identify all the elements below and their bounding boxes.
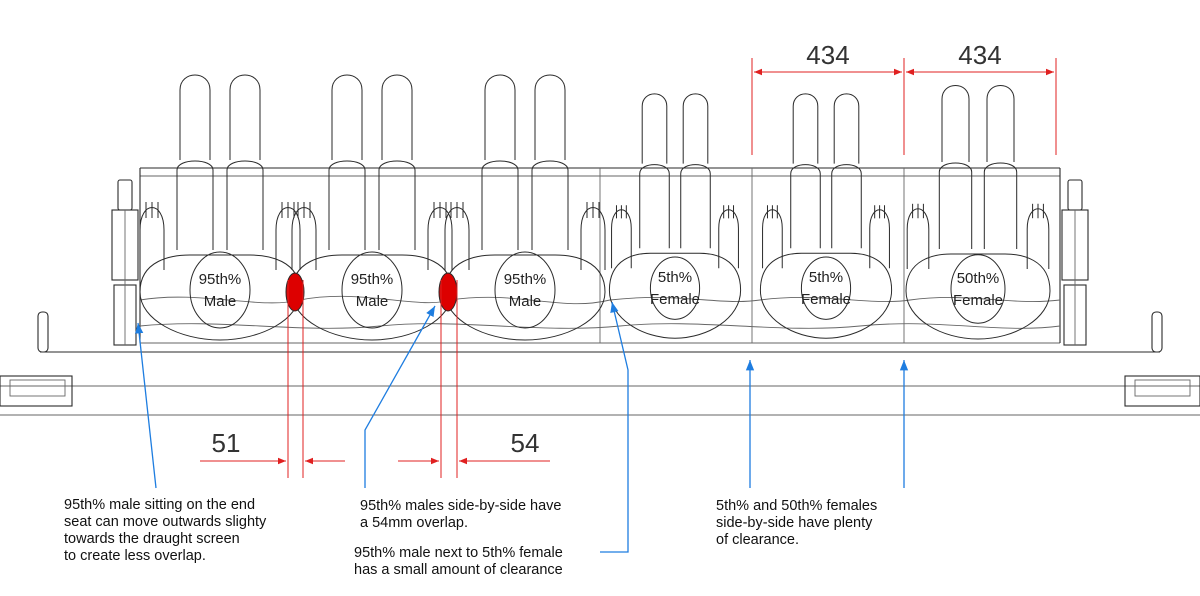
seat-sex-label: Female [801,291,851,308]
note-females: 5th% and 50th% females side-by-side have… [716,498,878,548]
note-male-female: 95th% male next to 5th% female has a sma… [354,545,563,578]
seat-sex-label: Male [356,293,389,310]
seated-figure: 5th% Female [608,93,742,339]
seated-figure: 5th% Female [759,93,893,339]
seat-size-label: 95th% [504,271,547,288]
dimension-right-overlap: 54 [511,428,540,458]
bench-structure [0,167,1200,416]
overlap-marker-left [285,272,305,312]
seated-figure: 50th% Female [905,85,1051,340]
overlap-marker-right [438,272,458,312]
seat-size-label: 5th% [809,269,843,286]
seat-size-label: 95th% [199,271,242,288]
seat-sex-label: Male [509,293,542,310]
dimension-seat-width-2: 434 [958,40,1001,70]
seat-sex-label: Female [650,291,700,308]
left-post [0,179,139,407]
seated-figure: 95th% Male [291,74,453,341]
seat-size-label: 95th% [351,271,394,288]
seat-sex-label: Female [953,292,1003,309]
seat-sex-label: Male [204,293,237,310]
seat-size-label: 5th% [658,269,692,286]
dimension-lines [200,58,1057,478]
overlap-markers [285,272,458,312]
right-post [1061,179,1200,407]
note-males-overlap: 95th% males side-by-side have a 54mm ove… [360,498,562,531]
dimension-seat-width-1: 434 [806,40,849,70]
annotation-leaders [134,301,909,553]
dimension-left-gap: 51 [212,428,241,458]
seated-figure: 95th% Male [444,74,606,341]
note-end-seat: 95th% male sitting on the end seat can m… [64,497,267,564]
seated-figures: 95th%Male95th%Male95th%Male5th%Female5th… [139,74,1051,341]
seated-figure: 95th% Male [139,74,301,341]
seat-size-label: 50th% [957,270,1000,287]
